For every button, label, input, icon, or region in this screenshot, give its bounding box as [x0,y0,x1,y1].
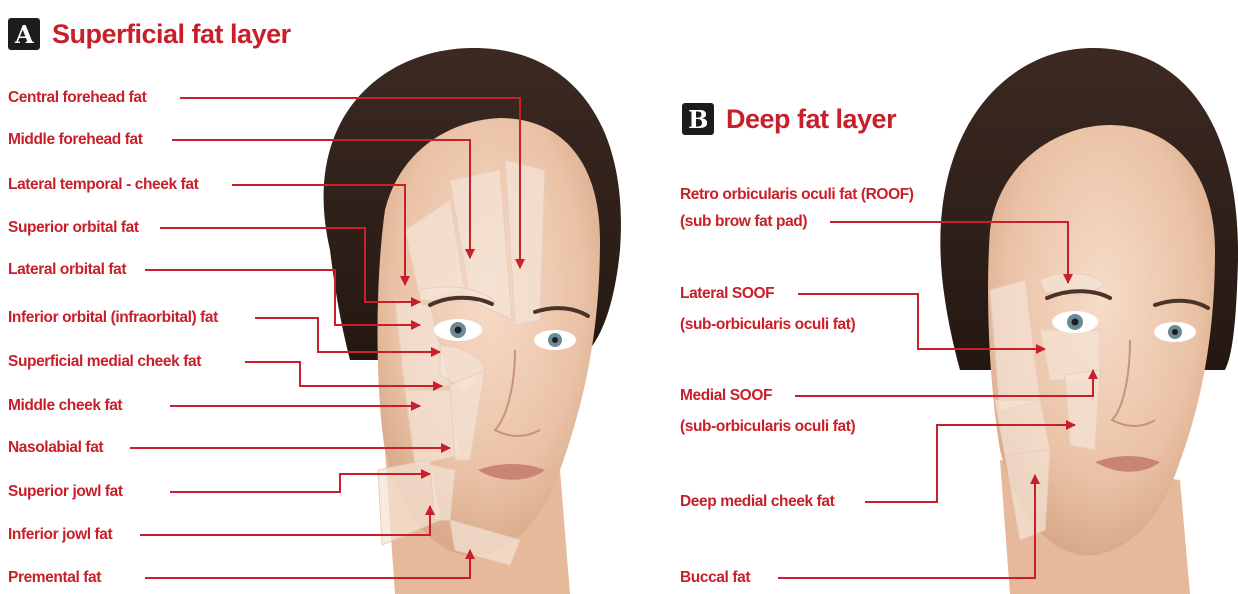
panel-a-title: A Superficial fat layer [8,18,291,50]
label-lateral-orbital-fat: Lateral orbital fat [8,261,126,279]
label-central-forehead-fat: Central forehead fat [8,89,146,107]
label-middle-forehead-fat: Middle forehead fat [8,131,143,149]
label-superior-orbital-fat: Superior orbital fat [8,219,139,237]
label-lateral-soof: Lateral SOOF [680,285,774,303]
eye-right-b [1052,311,1098,333]
face-a [324,48,621,594]
eye-left-a [534,330,576,350]
label-medial-soof: Medial SOOF [680,387,772,405]
label-superficial-medial-cheek-fat: Superficial medial cheek fat [8,353,201,371]
label-nasolabial-fat: Nasolabial fat [8,439,103,457]
label-roof-sub: (sub brow fat pad) [680,213,807,231]
label-superior-jowl-fat: Superior jowl fat [8,483,123,501]
panel-b-badge: B [682,103,714,135]
label-middle-cheek-fat: Middle cheek fat [8,397,122,415]
face-b [940,48,1238,594]
leader-buccal-fat [778,475,1035,578]
label-medial-soof-sub: (sub-orbicularis oculi fat) [680,418,855,436]
eye-left-b [1154,322,1196,342]
label-inferior-jowl-fat: Inferior jowl fat [8,526,112,544]
label-lateral-soof-sub: (sub-orbicularis oculi fat) [680,316,855,334]
label-premental-fat: Premental fat [8,569,101,587]
label-deep-medial-cheek-fat: Deep medial cheek fat [680,493,834,511]
eye-right-a [434,319,482,341]
panel-b-title: B Deep fat layer [682,103,896,135]
label-lateral-temporal-cheek-fat: Lateral temporal - cheek fat [8,176,198,194]
panel-a-badge: A [8,18,40,50]
label-roof: Retro orbicularis oculi fat (ROOF) [680,186,914,204]
label-buccal-fat: Buccal fat [680,569,750,587]
label-inferior-orbital-fat: Inferior orbital (infraorbital) fat [8,309,218,327]
panel-b-heading: Deep fat layer [726,104,896,135]
panel-a-heading: Superficial fat layer [52,19,291,50]
